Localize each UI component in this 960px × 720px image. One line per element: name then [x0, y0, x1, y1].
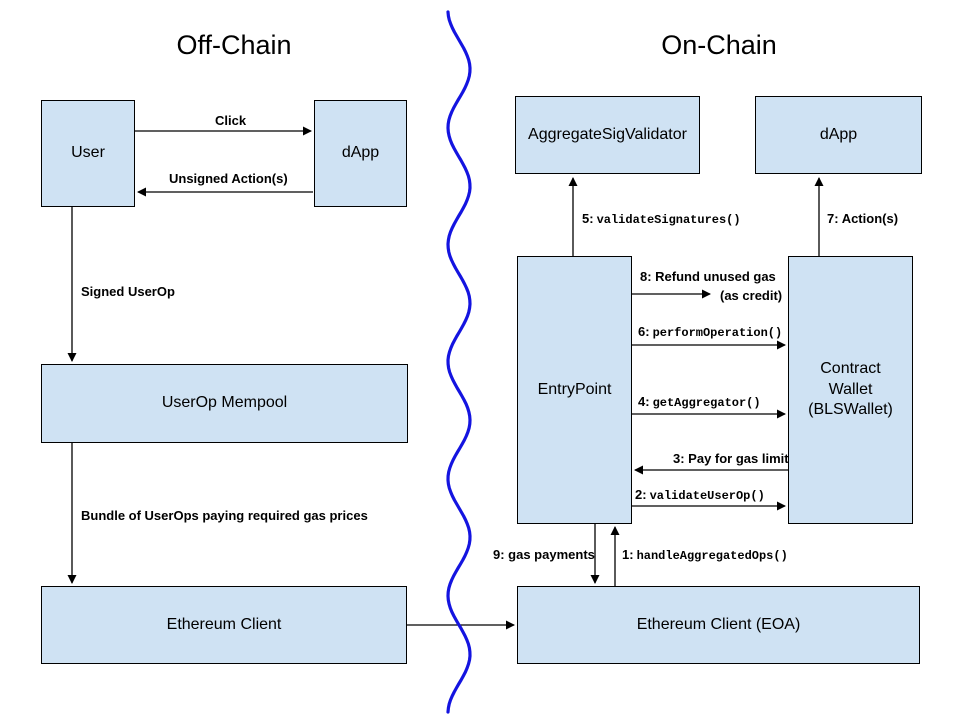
edge-label-bundle-userops: Bundle of UserOps paying required gas pr… — [81, 508, 368, 523]
box-ethereum-client-eoa: Ethereum Client (EOA) — [517, 586, 920, 664]
validate-signatures-number: 5: — [582, 211, 594, 226]
edge-label-get-aggregator: 4:getAggregator() — [638, 394, 761, 411]
box-userop-mempool-label: UserOp Mempool — [161, 394, 288, 412]
box-dapp-onchain-label: dApp — [819, 125, 858, 143]
contract-wallet-line2: Wallet — [828, 380, 873, 398]
box-entry-point: EntryPoint — [517, 256, 632, 524]
validate-userop-number: 2: — [635, 487, 647, 502]
validate-signatures-code: validateSignatures() — [596, 213, 741, 227]
box-userop-mempool: UserOp Mempool — [41, 364, 408, 443]
get-aggregator-code: getAggregator() — [652, 396, 761, 410]
get-aggregator-number: 4: — [638, 394, 650, 409]
box-dapp-offchain: dApp — [314, 100, 407, 207]
box-aggregate-sig-validator: AggregateSigValidator — [515, 96, 700, 174]
edge-label-unsigned-actions: Unsigned Action(s) — [169, 171, 288, 186]
box-ethereum-client-eoa-label: Ethereum Client (EOA) — [636, 615, 801, 633]
off-chain-title: Off-Chain — [176, 30, 292, 60]
edge-label-gas-payments: 9: gas payments — [493, 547, 595, 562]
perform-operation-number: 6: — [638, 324, 650, 339]
box-contract-wallet: Contract Wallet (BLSWallet) — [788, 256, 913, 524]
box-contract-wallet-label: Contract Wallet (BLSWallet) — [808, 359, 893, 421]
box-user: User — [41, 100, 135, 207]
edge-label-refund-as-credit: (as credit) — [720, 288, 783, 303]
edge-label-click: Click — [215, 113, 247, 128]
box-dapp-onchain: dApp — [755, 96, 922, 174]
box-user-label: User — [71, 144, 105, 162]
edge-label-validate-userop: 2:validateUserOp() — [635, 487, 765, 504]
edge-label-signed-userop: Signed UserOp — [81, 284, 175, 299]
perform-operation-code: performOperation() — [652, 326, 783, 340]
box-ethereum-client-label: Ethereum Client — [166, 615, 282, 633]
edge-label-actions: 7: Action(s) — [827, 211, 899, 226]
box-dapp-offchain-label: dApp — [341, 144, 380, 162]
edge-label-refund-unused-gas: 8: Refund unused gas — [640, 269, 776, 284]
box-aggregate-sig-validator-label: AggregateSigValidator — [528, 125, 687, 143]
box-entry-point-label: EntryPoint — [537, 380, 612, 398]
chain-divider — [446, 10, 472, 714]
handle-aggregated-ops-code: handleAggregatedOps() — [636, 549, 788, 563]
edge-label-handle-aggregated-ops: 1:handleAggregatedOps() — [622, 547, 788, 564]
handle-aggregated-ops-number: 1: — [622, 547, 634, 562]
edge-label-validate-signatures: 5:validateSignatures() — [582, 211, 741, 228]
contract-wallet-line1: Contract — [820, 359, 881, 377]
edge-label-pay-for-gas-limit: 3: Pay for gas limit — [673, 451, 789, 466]
contract-wallet-line3: (BLSWallet) — [808, 401, 893, 419]
on-chain-title: On-Chain — [661, 30, 777, 60]
box-ethereum-client: Ethereum Client — [41, 586, 407, 664]
edge-label-perform-operation: 6:performOperation() — [638, 324, 782, 341]
validate-userop-code: validateUserOp() — [649, 489, 765, 503]
